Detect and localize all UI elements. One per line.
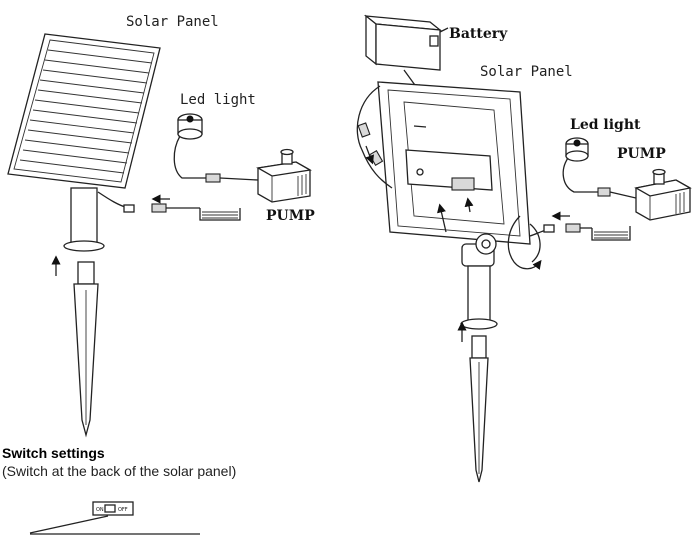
left-pump [219, 148, 312, 203]
right-solar-panel [377, 81, 531, 245]
left-pole [63, 187, 105, 285]
battery-label: Battery [449, 26, 508, 42]
left-cable-coil [199, 208, 241, 221]
right-pump [609, 168, 692, 221]
right-cable-coil [591, 226, 631, 241]
left-pump-label: PUMP [266, 208, 315, 224]
rotation-arrow [507, 215, 542, 270]
left-solar-panel [7, 33, 161, 189]
switch-settings-title: Switch settings [2, 445, 105, 461]
right-pump-label: PUMP [617, 146, 666, 162]
switch-illustration: ON OFF [29, 501, 200, 535]
left-solar-panel-label: Solar Panel [126, 14, 219, 30]
right-connector-arrow [365, 145, 374, 165]
right-assembly: Battery Solar Panel [356, 14, 692, 483]
left-led-light-label: Led light [180, 92, 256, 108]
battery-pointer [439, 27, 449, 33]
right-solar-panel-label: Solar Panel [480, 64, 573, 80]
switch-off-label: OFF [118, 507, 128, 513]
switch-slider [104, 504, 116, 513]
rotation-arrow-back [529, 223, 541, 263]
battery [363, 14, 443, 71]
left-led-light [173, 113, 221, 183]
left-assembly: Solar Panel [7, 14, 315, 438]
switch-settings-section: Switch settings (Switch at the back of t… [2, 444, 332, 480]
right-led-light-label: Led light [570, 117, 641, 133]
left-cable-connector [123, 203, 200, 213]
right-panel-up-arrow [437, 203, 447, 233]
right-pole [460, 233, 498, 359]
switch-pointer-line [29, 515, 109, 534]
right-panel-small-arrow [464, 197, 474, 213]
right-led-light [562, 137, 611, 197]
switch-settings-subtitle: (Switch at the back of the solar panel) [2, 463, 237, 479]
switch-on-label: ON [96, 507, 104, 513]
right-cable-connector [543, 223, 592, 233]
